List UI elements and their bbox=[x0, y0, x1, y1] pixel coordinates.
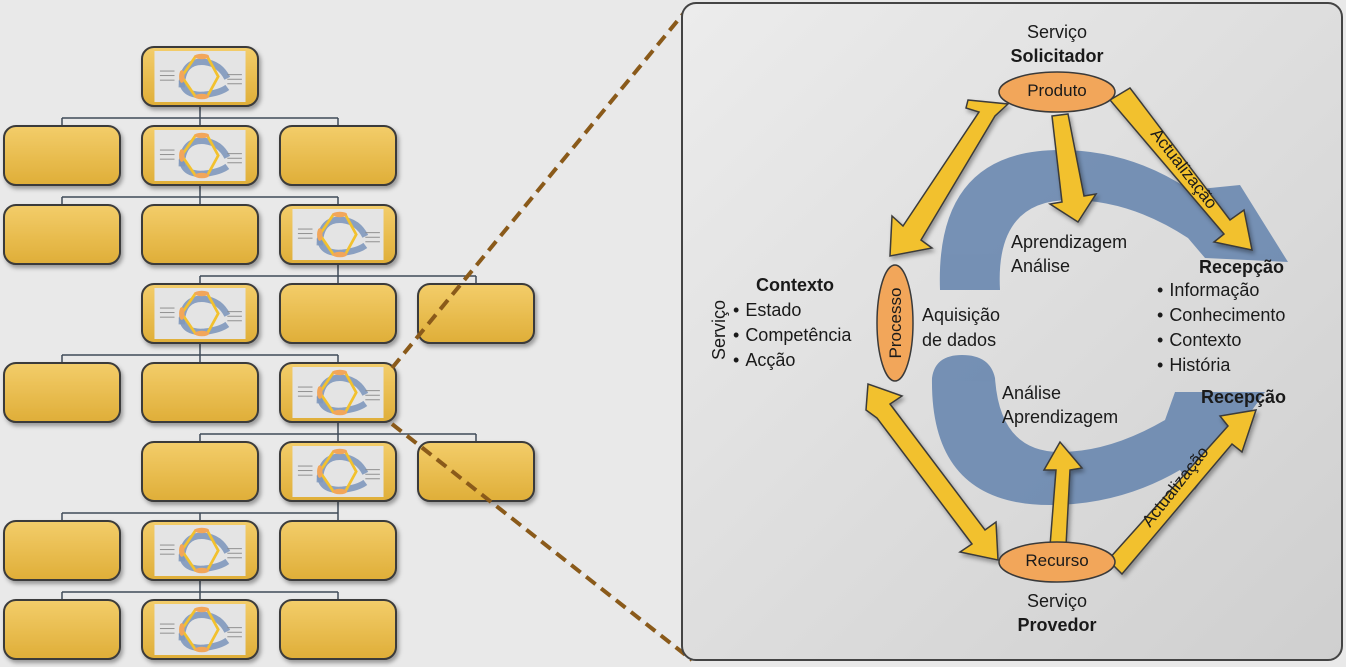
bottom-service-line1: Serviço bbox=[1026, 591, 1088, 611]
processo-oval bbox=[876, 264, 914, 382]
tree-node-thumbnail bbox=[141, 520, 259, 581]
tree-node-thumbnail bbox=[279, 362, 397, 423]
arrow-produto-processo bbox=[889, 99, 1010, 257]
tree-node bbox=[279, 125, 397, 186]
tree-node bbox=[141, 204, 259, 265]
contexto-item: Acção bbox=[733, 348, 851, 373]
diagram-thumbnail bbox=[292, 446, 383, 497]
tree-node bbox=[141, 441, 259, 502]
recepcao-item: Informação bbox=[1157, 278, 1285, 303]
recepcao-bottom-title: Recepção bbox=[1201, 387, 1287, 407]
recepcao-item: Contexto bbox=[1157, 328, 1285, 353]
lower-flow-line2: Aprendizagem bbox=[1002, 407, 1119, 427]
middle-flow-line2: de dados bbox=[922, 330, 997, 350]
processo-label: Processo bbox=[886, 288, 905, 359]
tree-node bbox=[279, 520, 397, 581]
arrow-recurso-up bbox=[1042, 440, 1084, 547]
tree-node bbox=[3, 204, 121, 265]
hierarchy-tree bbox=[61, 106, 477, 600]
tree-node bbox=[279, 283, 397, 344]
upper-blue-flow bbox=[939, 150, 1288, 290]
diagram-thumbnail bbox=[154, 51, 245, 102]
arrow-produto-down bbox=[1047, 113, 1098, 224]
top-service-line2: Solicitador bbox=[1010, 46, 1104, 66]
middle-flow-line1: Aquisição bbox=[922, 305, 1001, 325]
recurso-oval bbox=[998, 541, 1116, 583]
service-vertical-label: Serviço bbox=[709, 300, 729, 360]
diagram-thumbnail bbox=[154, 604, 245, 655]
diagram-thumbnail bbox=[154, 288, 245, 339]
produto-label: Produto bbox=[1027, 81, 1087, 100]
tree-node-thumbnail bbox=[141, 125, 259, 186]
tree-node bbox=[279, 599, 397, 660]
diagram-thumbnail bbox=[292, 367, 383, 418]
arrow-processo-recurso bbox=[865, 382, 999, 561]
arrow-actualizacao-top bbox=[1108, 87, 1253, 251]
zoom-line-top bbox=[390, 6, 690, 370]
lower-flow-line1: Análise bbox=[1002, 383, 1062, 403]
recepcao-item: Conhecimento bbox=[1157, 303, 1285, 328]
tree-node-thumbnail bbox=[141, 283, 259, 344]
tree-nodes bbox=[3, 46, 535, 660]
upper-flow-line2: Análise bbox=[1011, 256, 1071, 276]
contexto-item: Competência bbox=[733, 323, 851, 348]
tree-node bbox=[3, 125, 121, 186]
tree-node bbox=[3, 520, 121, 581]
lower-blue-flow bbox=[931, 355, 1265, 505]
tree-node-thumbnail bbox=[141, 599, 259, 660]
blue-flow-arrows bbox=[931, 150, 1288, 505]
tree-node-thumbnail bbox=[279, 204, 397, 265]
recepcao-top-list: Informação Conhecimento Contexto Históri… bbox=[1157, 278, 1285, 378]
diagram-thumbnail bbox=[154, 525, 245, 576]
tree-node bbox=[3, 599, 121, 660]
tree-node-thumbnail bbox=[141, 46, 259, 107]
recurso-label: Recurso bbox=[1025, 551, 1089, 570]
contexto-title: Contexto bbox=[756, 275, 834, 295]
recepcao-item: História bbox=[1157, 353, 1285, 378]
yellow-arrows bbox=[865, 87, 1258, 576]
bottom-service-line2: Provedor bbox=[1017, 615, 1097, 635]
top-service-line1: Serviço bbox=[1026, 22, 1088, 42]
contexto-list: Estado Competência Acção bbox=[733, 298, 851, 373]
diagram-thumbnail bbox=[292, 209, 383, 260]
tree-node bbox=[3, 362, 121, 423]
recepcao-top-title: Recepção bbox=[1199, 257, 1285, 277]
upper-flow-line1: Aprendizagem bbox=[1011, 232, 1128, 252]
contexto-item: Estado bbox=[733, 298, 851, 323]
zoom-line-bottom bbox=[390, 422, 694, 662]
arrow-actualizacao-bottom bbox=[1106, 409, 1258, 576]
tree-node bbox=[141, 362, 259, 423]
diagram-thumbnail bbox=[154, 130, 245, 181]
tree-node-thumbnail bbox=[279, 441, 397, 502]
tree-node bbox=[417, 283, 535, 344]
tree-node bbox=[417, 441, 535, 502]
produto-oval bbox=[998, 71, 1116, 113]
